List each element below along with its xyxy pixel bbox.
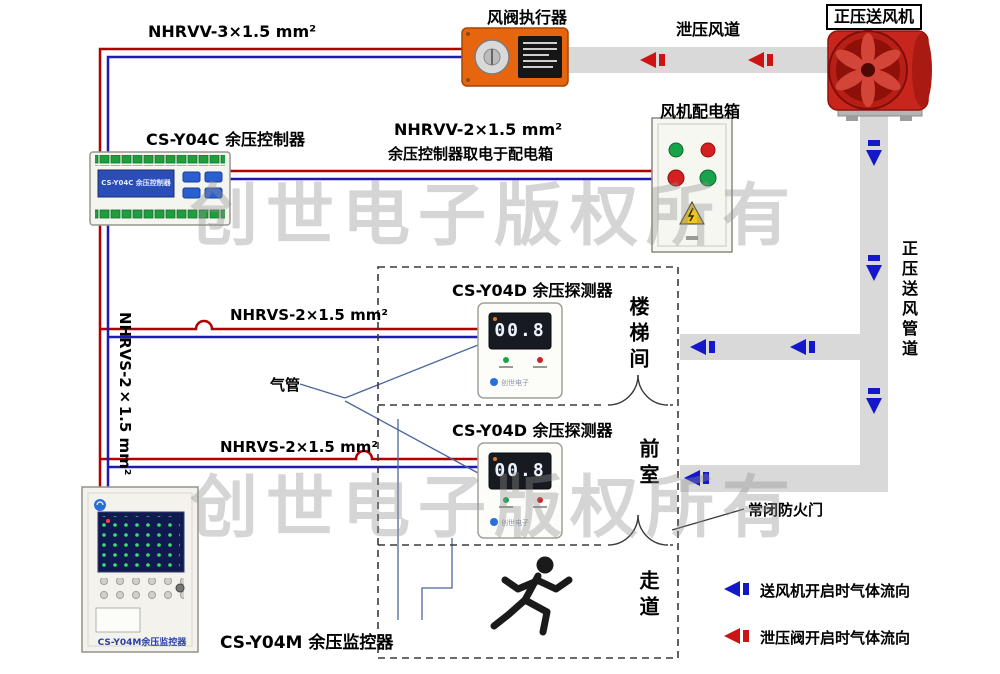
label-cable-actuator: NHRVV-3×1.5 mm²: [148, 22, 317, 41]
running-person-icon: [490, 556, 573, 636]
detector2-brand: 创世电子: [501, 519, 529, 527]
label-air-pipe: 气管: [270, 376, 301, 394]
fan-device: [827, 30, 932, 121]
detector2-reading: 00.8: [494, 460, 546, 481]
monitor-device: [81, 486, 199, 653]
label-cable-detector2: NHRVS-2×1.5 mm²: [220, 438, 378, 456]
fan-blades-icon: [835, 33, 901, 107]
controller-lcd: CS-Y04C 余压控制器: [101, 179, 171, 187]
actuator-device: [461, 27, 569, 87]
room-walls: [377, 266, 679, 659]
label-relief-duct: 泄压风道: [676, 20, 741, 39]
detector1-reading: 00.8: [494, 320, 546, 341]
fire-door-symbols: [606, 374, 745, 549]
label-detector2-title: CS-Y04D 余压探测器: [452, 421, 613, 440]
label-controller-title: CS-Y04C 余压控制器: [146, 130, 306, 149]
label-actuator-title: 风阀执行器: [487, 8, 568, 27]
wires-red: [98, 47, 652, 487]
label-fan-title: 正压送风机: [826, 4, 923, 30]
power-box-device: [651, 117, 733, 253]
label-power-box-title: 风机配电箱: [660, 102, 741, 121]
label-fire-door: 常闭防火门: [748, 501, 824, 519]
label-room-front: 前室: [636, 438, 660, 490]
label-room-stairwell: 楼梯间: [626, 296, 650, 374]
monitor-panel-label: CS-Y04M余压监控器: [97, 638, 187, 648]
detector1-brand: 创世电子: [501, 379, 529, 387]
controller-device: [89, 151, 231, 226]
label-detector1-title: CS-Y04D 余压探测器: [452, 281, 613, 300]
legend-arrow-icons: [724, 581, 749, 644]
air-pipes: [299, 344, 479, 620]
label-cable-monitor: NHRVS-2×1.5 mm²: [116, 312, 134, 476]
detector-2-device: [477, 442, 563, 539]
label-cable-detector1: NHRVS-2×1.5 mm²: [230, 306, 388, 324]
label-cable-power: NHRVV-2×1.5 mm²: [394, 120, 563, 139]
label-monitor-title: CS-Y04M 余压监控器: [220, 633, 394, 653]
label-room-corridor: 走道: [636, 570, 660, 622]
detector-1-device: [477, 302, 563, 399]
label-cable-power-note: 余压控制器取电于配电箱: [388, 145, 554, 163]
label-supply-duct: 正压送风管道: [899, 240, 918, 360]
wires-blue: [106, 55, 652, 487]
legend-relief-text: 泄压阀开启时气体流向: [760, 629, 911, 647]
legend-supply-text: 送风机开启时气体流向: [760, 582, 911, 600]
